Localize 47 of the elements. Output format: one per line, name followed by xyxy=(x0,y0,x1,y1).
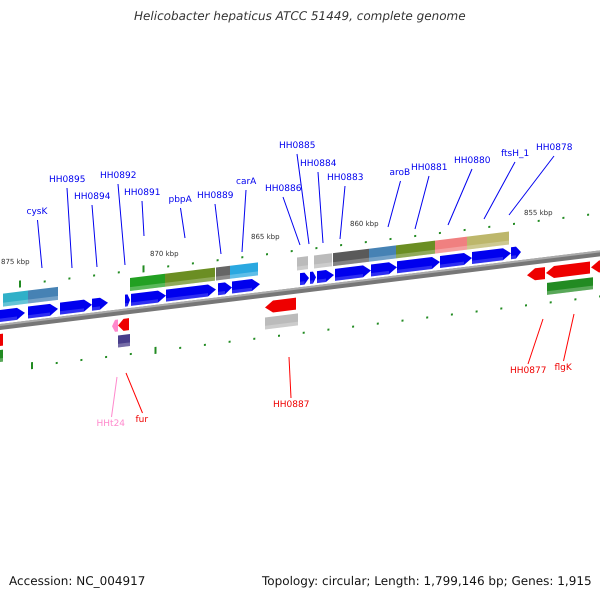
leader-line xyxy=(37,220,42,268)
gene-label: HH0884 xyxy=(300,158,336,171)
leader-line xyxy=(142,200,144,236)
gene-label: HH0885 xyxy=(279,140,316,153)
gene-label: HH0877 xyxy=(510,365,546,378)
leader-line xyxy=(508,156,554,216)
leader-line xyxy=(92,204,98,268)
gene-label: cysK xyxy=(26,206,48,219)
leader-line xyxy=(214,204,222,254)
leader-line xyxy=(66,188,72,268)
gene-label: flgK xyxy=(554,362,572,375)
leader-line xyxy=(180,208,186,238)
leader-line xyxy=(484,162,516,220)
leader-line xyxy=(414,176,430,230)
leader-line xyxy=(448,168,472,226)
leader-line xyxy=(126,372,143,414)
gene-label: HH0895 xyxy=(49,174,86,187)
leader-line xyxy=(288,356,292,398)
gene-label: HH0891 xyxy=(124,187,160,200)
title: Helicobacter hepaticus ATCC 51449, complete genome xyxy=(134,10,466,23)
leader-line xyxy=(340,186,346,240)
gene-label: HH0878 xyxy=(536,142,572,155)
leader-line xyxy=(296,154,310,244)
leader-line xyxy=(528,318,544,364)
gene-label: aroB xyxy=(390,167,410,180)
accession-text: Accession: NC_004917 xyxy=(9,575,146,588)
gene-label: pbpA xyxy=(168,194,192,207)
gene-label: HH0894 xyxy=(74,191,110,204)
gene-label: fur xyxy=(136,414,148,427)
gene-label: HH0886 xyxy=(265,183,302,196)
gene-label: HH0883 xyxy=(327,172,364,185)
leader-line xyxy=(282,196,300,246)
gene-label: HH0889 xyxy=(197,190,234,203)
leader-line xyxy=(118,184,126,266)
gene-label: carA xyxy=(236,176,256,189)
leader-line xyxy=(242,190,246,252)
gene-label: HH0881 xyxy=(411,162,448,175)
gene-label: ftsH_1 xyxy=(501,148,530,161)
gene-label: HH0887 xyxy=(273,399,310,412)
leader-line xyxy=(563,314,574,362)
leader-line xyxy=(388,180,401,228)
genome-info-text: Topology: circular; Length: 1,799,146 bp; Genes: 1,915 xyxy=(262,575,592,588)
gene-label: HHt24 xyxy=(96,418,126,431)
leader-line xyxy=(318,172,324,244)
gene-label: HH0892 xyxy=(100,170,136,183)
gene-label: HH0880 xyxy=(454,155,490,168)
leader-line xyxy=(111,376,118,418)
